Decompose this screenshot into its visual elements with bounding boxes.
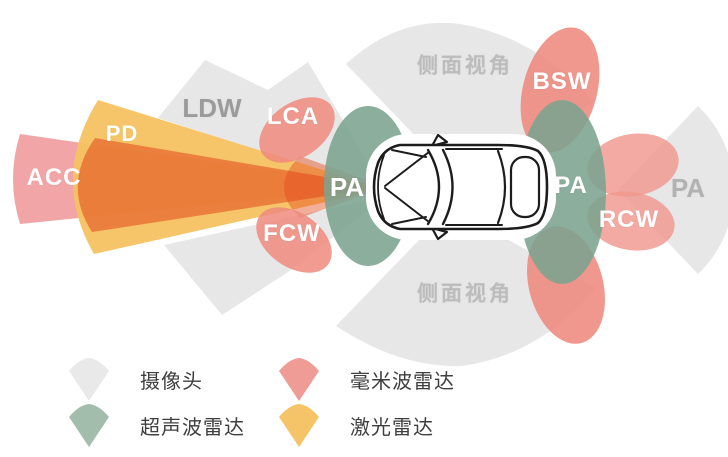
lidar-legend-fan-icon [279,404,319,447]
pa-rear-label: PA [554,172,588,199]
bsw-label: BSW [532,68,592,95]
car-roof-rails [445,148,503,226]
mmwave-radar-legend-fan-icon [279,358,319,401]
side-view-bottom-fan [336,208,596,367]
car-top-view [372,133,549,241]
lca-radar-lobe [259,97,335,163]
rear-pa-fan [618,106,728,274]
legend-item-ultrasonic-radar: 超声波雷达 [64,402,245,448]
legend-label-ultrasonic-radar: 超声波雷达 [140,416,245,439]
pd-label: PD [105,121,139,146]
rcw-lower-lobe [587,191,675,251]
pa-front-label: PA [329,172,365,202]
rcw-label: RCW [598,206,660,233]
fcw-label: FCW [263,220,321,247]
car-hood-lines [384,149,430,225]
car-rear-hatch [509,155,541,219]
fcw-radar-lobe [256,207,332,273]
ultrasonic-radar-legend-fan-icon [69,404,109,447]
side-view-bottom-label: 侧面视角 [417,282,513,306]
acc-label: ACC [26,164,82,191]
legend-item-camera: 摄像头 [64,356,203,402]
legend-label-camera: 摄像头 [140,370,203,393]
camera-legend-fan-icon [69,358,109,401]
car-body-outline [372,143,549,231]
legend-item-lidar: 激光雷达 [274,402,434,448]
legend-label-lidar: 激光雷达 [350,416,434,439]
ldw-label: LDW [182,93,242,123]
car-rear-window [496,149,507,225]
pa-right-label: PA [670,173,706,203]
lca-label: LCA [266,103,320,130]
front-radar-beam [77,138,385,232]
car-windshield [426,148,454,226]
car-front-bumper-line [377,154,385,220]
side-view-top-label: 侧面视角 [417,54,513,78]
legend-item-mmwave-radar: 毫米波雷达 [274,356,455,402]
rcw-upper-lobe [587,133,679,197]
legend-label-mmwave-radar: 毫米波雷达 [350,370,455,393]
